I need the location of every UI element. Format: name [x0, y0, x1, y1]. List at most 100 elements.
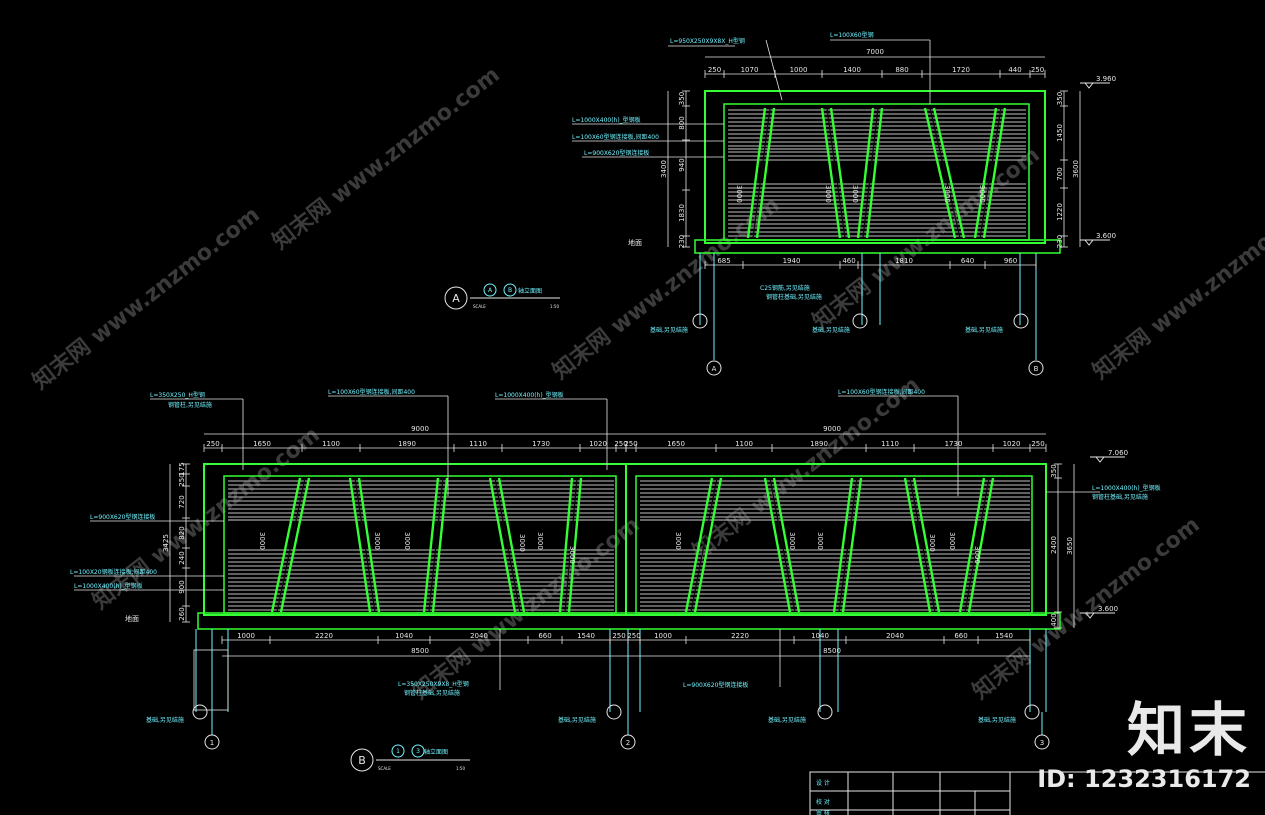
pipe-note-1: 基础,另见结施 — [146, 716, 184, 724]
brace-inner — [909, 477, 936, 613]
brace-outer — [755, 107, 776, 239]
axis-bubbles — [204, 734, 1050, 750]
brace-inner — [979, 107, 1002, 239]
slat-length-label: 3000 — [973, 546, 981, 564]
slat-length-label: 3000 — [403, 532, 411, 550]
right-dim-label: 1450 — [1056, 124, 1064, 142]
top-dim-right-label: 250 — [1031, 440, 1044, 448]
bottom-dim-label: 1940 — [783, 257, 801, 265]
brace-outer — [829, 107, 851, 239]
view-title-bubble — [350, 748, 374, 772]
right-dim-label: 350 — [1056, 92, 1064, 105]
bottom-dim-right-label: 2220 — [731, 632, 749, 640]
view-title-letter: A — [452, 292, 460, 305]
brace-outer — [973, 107, 998, 239]
bottom-dim-right-label: 660 — [954, 632, 967, 640]
bottom-dim-right-label: 2040 — [886, 632, 904, 640]
view-title-bubble — [444, 286, 468, 310]
bottom-dim-label: 960 — [1004, 257, 1017, 265]
gap-dim-label: 250 — [627, 632, 640, 640]
brace-outer — [820, 107, 842, 239]
top-dim-label: 880 — [895, 66, 908, 74]
scale-label: SCALE — [473, 304, 486, 309]
right-dim-label: 230 — [1056, 235, 1064, 248]
bottom-dim-label: 640 — [961, 257, 974, 265]
bottom-dim-left-label: 1540 — [577, 632, 595, 640]
brace-outer — [558, 477, 574, 613]
level-marks — [1080, 456, 1125, 619]
bottom-dim-left-label: 2040 — [470, 632, 488, 640]
title-axis-bubble-right — [411, 744, 425, 758]
floor-label: 地面 — [125, 614, 139, 623]
top-dim-left-label: 1110 — [469, 440, 487, 448]
top-dim-left-label: 1020 — [589, 440, 607, 448]
columns — [195, 629, 1047, 735]
top-dim-left-label: 250 — [614, 440, 627, 448]
bottom-dim-left-label: 1000 — [237, 632, 255, 640]
bottom-dim-label: 460 — [842, 257, 855, 265]
view-title-text: 轴立面图 — [424, 748, 448, 756]
center-note-2: 钢管柱基础,另见结施 — [766, 293, 822, 301]
brace-inner — [862, 107, 879, 239]
footing-outline — [193, 649, 229, 711]
left-dim-label: 240 — [178, 551, 186, 564]
brace-inner — [929, 107, 961, 239]
pipe-note-2: 基础,另见结施 — [812, 326, 850, 334]
level-base-label: 3.600 — [1096, 232, 1116, 240]
top-dim-label: 1070 — [741, 66, 759, 74]
callout-plate: L=1000X400(h)_型钢板 — [495, 391, 564, 399]
scale-label: SCALE — [378, 766, 391, 771]
right-callout-2: 钢管柱基础,另见结施 — [1092, 493, 1148, 501]
brace-outer — [763, 477, 792, 613]
left-dim-label: 175 — [178, 462, 186, 475]
top-dim-right-label: 1730 — [945, 440, 963, 448]
left-dim-label: 230 — [678, 235, 686, 248]
view-title-letter: B — [358, 754, 366, 767]
right-dim-label: 1220 — [1056, 203, 1064, 221]
axis-bubbles — [706, 360, 1044, 376]
watermark-text: 知末网 www.znzmo.com — [688, 372, 925, 565]
brace-inner — [428, 477, 444, 613]
title-axis-bubble-left — [391, 744, 405, 758]
bottom-dim-right-label: 1040 — [811, 632, 829, 640]
callout-column: 钢管柱,另见结施 — [168, 401, 212, 409]
level-marks — [1080, 82, 1110, 246]
brace-outer — [431, 477, 449, 613]
left-dim-label: 900 — [178, 580, 186, 593]
bottom-dim-right-label: 1540 — [995, 632, 1013, 640]
bottom-total-label: 8500 — [411, 647, 429, 655]
right-callout: L=1000X400(h)_型钢板 — [1092, 484, 1161, 492]
brace-outer — [903, 477, 932, 613]
left-callout-2: L=100X20钢板连接板,间距400 — [70, 568, 157, 576]
brace-outer — [693, 477, 723, 613]
bottom-dim-label: 685 — [717, 257, 730, 265]
left-dim-label: 820 — [178, 526, 186, 539]
scale-value: 1:50 — [550, 304, 559, 309]
slat-length-label: 3000 — [928, 534, 936, 552]
slat-length-label: 3000 — [258, 532, 266, 550]
left-total-label: 3400 — [660, 160, 668, 178]
bottom-dim-left-label: 2220 — [315, 632, 333, 640]
center-callout: L=350X250X9X8_H型钢 — [398, 680, 469, 688]
left-dim-label: 940 — [678, 158, 686, 171]
title-block-row-2: 校 对 — [816, 798, 830, 806]
slat-length-label: 3000 — [824, 185, 832, 203]
top-dim-right-label: 1100 — [735, 440, 753, 448]
callout-connector: L=100X60型钢连接板,间距400 — [572, 133, 659, 141]
level-top-label: 3.960 — [1096, 75, 1116, 83]
title-axis-bubble-left — [483, 283, 497, 297]
gap-dim-label: 250 — [612, 632, 625, 640]
title-block-row-1: 设 计 — [816, 779, 830, 787]
brace-inner — [564, 477, 578, 613]
watermark-text: 知末网 www.znzmo.com — [1088, 192, 1265, 385]
top-dim-left-label: 1100 — [322, 440, 340, 448]
axis-label-a: A — [712, 365, 717, 373]
brace-outer — [841, 477, 863, 613]
slat-length-label: 3000 — [735, 185, 743, 203]
top-dim-label: 1000 — [790, 66, 808, 74]
brace-outer — [772, 477, 801, 613]
